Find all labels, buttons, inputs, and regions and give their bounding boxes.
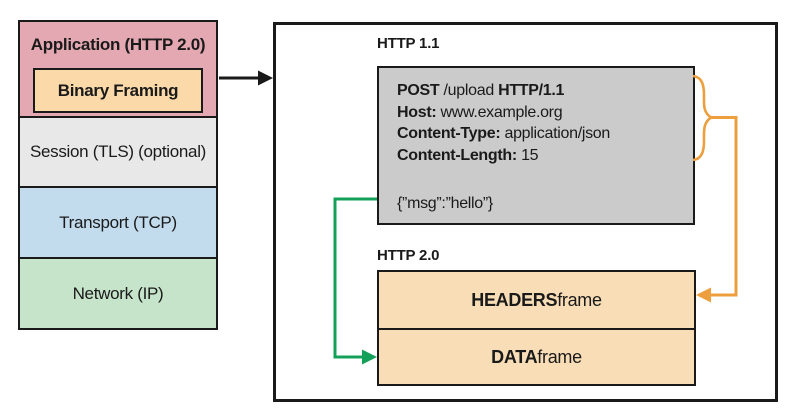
content-length-key: Content-Length:: [397, 146, 517, 164]
request-body: {”msg”:”hello”}: [397, 195, 493, 212]
transport-layer-label: Transport (TCP): [59, 212, 177, 232]
layer-session: Session (TLS) (optional): [20, 116, 216, 186]
protocol-stack: Application (HTTP 2.0) Binary Framing Se…: [18, 20, 218, 330]
http2-section-label: HTTP 2.0: [377, 247, 440, 264]
headers-frame-bold-label: HEADERS: [471, 289, 558, 310]
request-line-content-length: Content-Length: 15: [397, 145, 693, 167]
request-version: HTTP/1.1: [498, 82, 565, 99]
layer-application: Application (HTTP 2.0) Binary Framing: [20, 22, 216, 116]
http2-frames-box: HEADERS frame DATA frame: [377, 270, 696, 386]
request-path: /upload: [439, 82, 499, 99]
layer-binary-framing: Binary Framing: [33, 68, 203, 113]
http11-request-box: POST /upload HTTP/1.1 Host: www.example.…: [377, 66, 695, 225]
request-line-start: POST /upload HTTP/1.1: [397, 80, 693, 102]
content-type-key: Content-Type:: [397, 125, 501, 142]
content-type-value: application/json: [500, 125, 610, 142]
stack-to-detail-arrow: [219, 70, 273, 86]
headers-frame: HEADERS frame: [379, 272, 694, 328]
binary-framing-label: Binary Framing: [57, 80, 179, 100]
request-line-content-type: Content-Type: application/json: [397, 123, 693, 145]
layer-network: Network (IP): [20, 257, 216, 328]
request-method: POST: [397, 82, 440, 99]
data-frame-bold-label: DATA: [491, 346, 538, 367]
host-header-value: www.example.org: [436, 103, 563, 121]
data-frame: DATA frame: [379, 328, 694, 384]
host-header-key: Host:: [397, 103, 437, 121]
network-layer-label: Network (IP): [72, 283, 164, 303]
application-layer-label: Application (HTTP 2.0): [30, 35, 206, 54]
headers-frame-label: frame: [557, 289, 602, 310]
http11-section-label: HTTP 1.1: [377, 35, 440, 52]
content-length-value: 15: [516, 146, 539, 164]
data-frame-label: frame: [537, 346, 582, 367]
session-layer-label: Session (TLS) (optional): [29, 142, 207, 161]
request-line-host: Host: www.example.org: [397, 102, 693, 124]
layer-transport: Transport (TCP): [20, 186, 216, 257]
detail-panel: HTTP 1.1 POST /upload HTTP/1.1 Host: www…: [273, 22, 778, 402]
